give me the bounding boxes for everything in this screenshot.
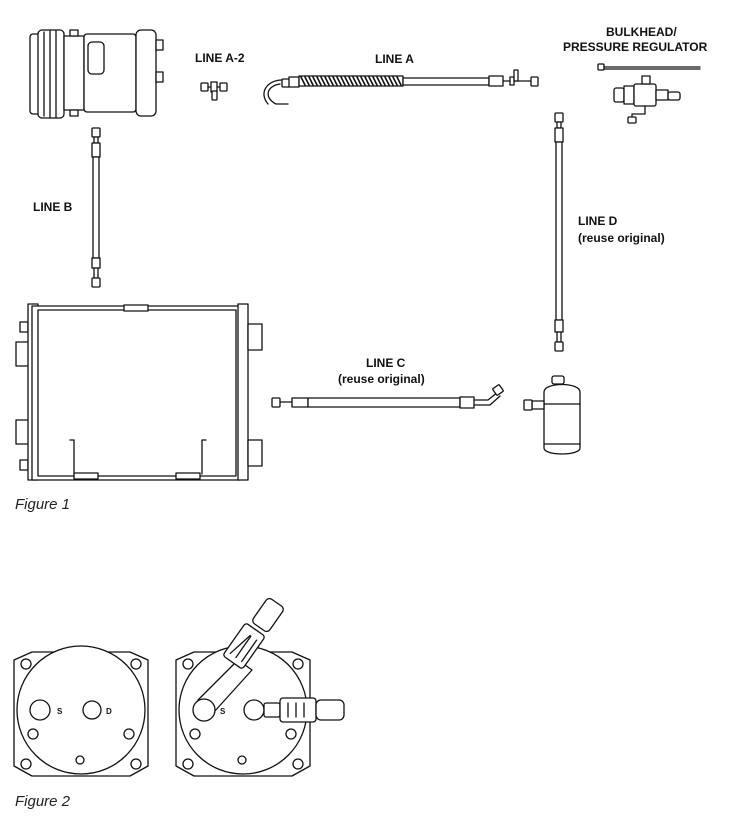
compressor [29,29,164,119]
line-a-hose [263,69,539,105]
port-label-s-right: S [220,707,226,716]
label-line-d: LINE D [578,214,618,228]
figure-1-caption: Figure 1 [15,496,71,513]
label-line-c-note: (reuse original) [338,372,425,386]
receiver-drier [523,375,581,455]
figure-2-caption: Figure 2 [15,793,71,810]
line-a2-fitting [200,81,228,101]
label-bulkhead-line1: BULKHEAD/ [606,25,677,39]
suction-port [29,699,51,721]
label-line-c: LINE C [366,356,406,370]
line-b-hose [91,127,101,288]
compressor-back-fitted [175,597,345,777]
bulkhead-pressure-regulator [597,63,701,124]
line-c-hose [271,384,504,409]
condenser [15,303,263,481]
port-label-s-left: S [57,707,63,716]
label-line-d-note: (reuse original) [578,231,665,245]
label-line-a2: LINE A-2 [195,51,245,65]
line-d-hose [554,112,564,352]
discharge-port [82,700,102,720]
label-bulkhead-line2: PRESSURE REGULATOR [563,40,708,54]
label-line-b: LINE B [33,200,73,214]
port-label-d-left: D [106,707,112,716]
compressor-back-plain [13,645,149,777]
label-line-a: LINE A [375,52,414,66]
